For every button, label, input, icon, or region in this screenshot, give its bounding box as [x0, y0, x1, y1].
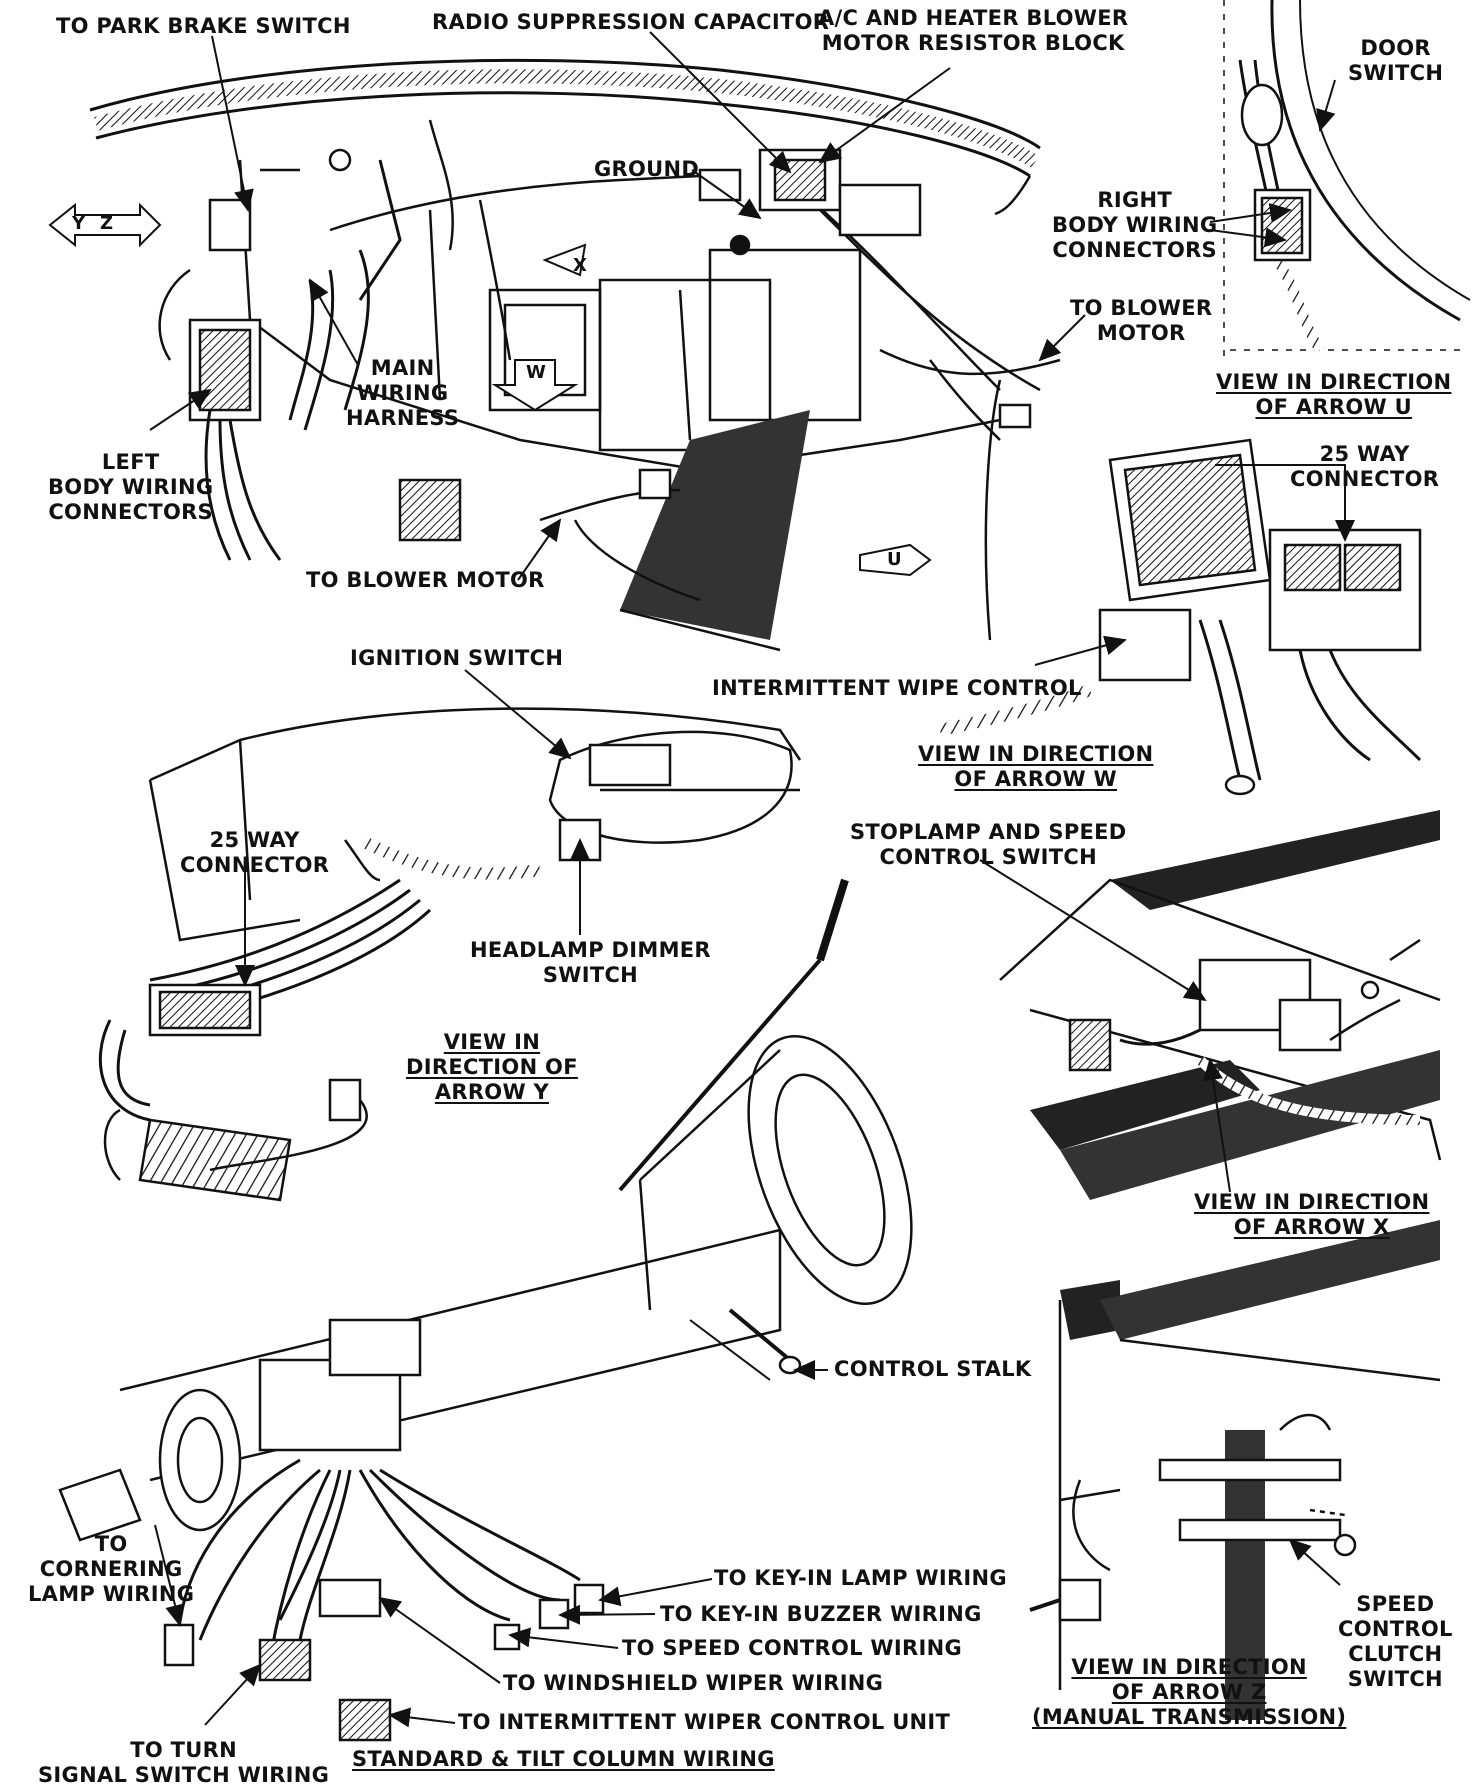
label-headlamp-dimmer-switch: HEADLAMP DIMMER SWITCH: [470, 938, 711, 987]
arrow-tag-y: Y: [72, 213, 86, 234]
view-y-artwork: [98, 707, 802, 1202]
label-25-way-connector-y: 25 WAY CONNECTOR: [180, 828, 330, 877]
label-to-intermittent-wiper-control-unit: TO INTERMITTENT WIPER CONTROL UNIT: [458, 1710, 951, 1734]
label-to-cornering-lamp-wiring: TO CORNERING LAMP WIRING: [28, 1532, 195, 1606]
label-to-key-in-buzzer-wiring: TO KEY-IN BUZZER WIRING: [660, 1602, 982, 1626]
caption-view-x: VIEW IN DIRECTION OF ARROW X: [1194, 1190, 1430, 1239]
dash-panel-artwork: [48, 58, 1061, 652]
label-to-speed-control-wiring: TO SPEED CONTROL WIRING: [622, 1636, 962, 1660]
view-u-artwork: [1223, 0, 1471, 360]
steering-column-artwork: [58, 878, 913, 1742]
label-to-windshield-wiper-wiring: TO WINDSHIELD WIPER WIRING: [503, 1671, 884, 1695]
arrow-tag-z: Z: [100, 213, 114, 234]
label-ignition-switch: IGNITION SWITCH: [350, 646, 564, 670]
arrow-tag-x: X: [573, 255, 587, 276]
label-right-body-wiring-connectors: RIGHT BODY WIRING CONNECTORS: [1052, 188, 1218, 262]
view-w-artwork: [938, 438, 1422, 796]
label-to-key-in-lamp-wiring: TO KEY-IN LAMP WIRING: [714, 1566, 1007, 1590]
label-blower-resistor-block: A/C AND HEATER BLOWER MOTOR RESISTOR BLO…: [818, 6, 1129, 55]
label-control-stalk: CONTROL STALK: [834, 1357, 1032, 1381]
label-to-blower-motor-bottom: TO BLOWER MOTOR: [306, 568, 545, 592]
leader-lines: [149, 31, 1355, 1728]
caption-view-y: VIEW IN DIRECTION OF ARROW Y: [406, 1030, 578, 1104]
label-intermittent-wipe-control: INTERMITTENT WIPE CONTROL: [712, 676, 1082, 700]
label-door-switch: DOOR SWITCH: [1348, 36, 1444, 85]
caption-view-u: VIEW IN DIRECTION OF ARROW U: [1216, 370, 1452, 419]
caption-view-z: VIEW IN DIRECTION OF ARROW Z (MANUAL TRA…: [1032, 1655, 1347, 1729]
label-radio-suppression-capacitor: RADIO SUPPRESSION CAPACITOR: [432, 10, 830, 34]
label-to-blower-motor-right: TO BLOWER MOTOR: [1070, 296, 1213, 345]
label-speed-control-clutch-switch: SPEED CONTROL CLUTCH SWITCH: [1338, 1592, 1453, 1691]
caption-view-w: VIEW IN DIRECTION OF ARROW W: [918, 742, 1154, 791]
caption-standard-tilt-column-wiring: STANDARD & TILT COLUMN WIRING: [352, 1747, 775, 1771]
arrow-tag-u: U: [887, 549, 902, 570]
label-main-wiring-harness: MAIN WIRING HARNESS: [346, 356, 460, 430]
view-z-artwork: [1029, 1220, 1441, 1720]
label-ground: GROUND: [594, 157, 700, 181]
label-to-park-brake-switch: TO PARK BRAKE SWITCH: [56, 14, 351, 38]
label-left-body-wiring-connectors: LEFT BODY WIRING CONNECTORS: [48, 450, 214, 524]
label-stoplamp-speed-control-switch: STOPLAMP AND SPEED CONTROL SWITCH: [850, 820, 1127, 869]
view-x-artwork: [999, 810, 1442, 1200]
label-to-turn-signal-switch-wiring: TO TURN SIGNAL SWITCH WIRING: [38, 1738, 330, 1787]
label-25-way-connector-w: 25 WAY CONNECTOR: [1290, 442, 1440, 491]
arrow-tag-w: W: [526, 362, 546, 383]
